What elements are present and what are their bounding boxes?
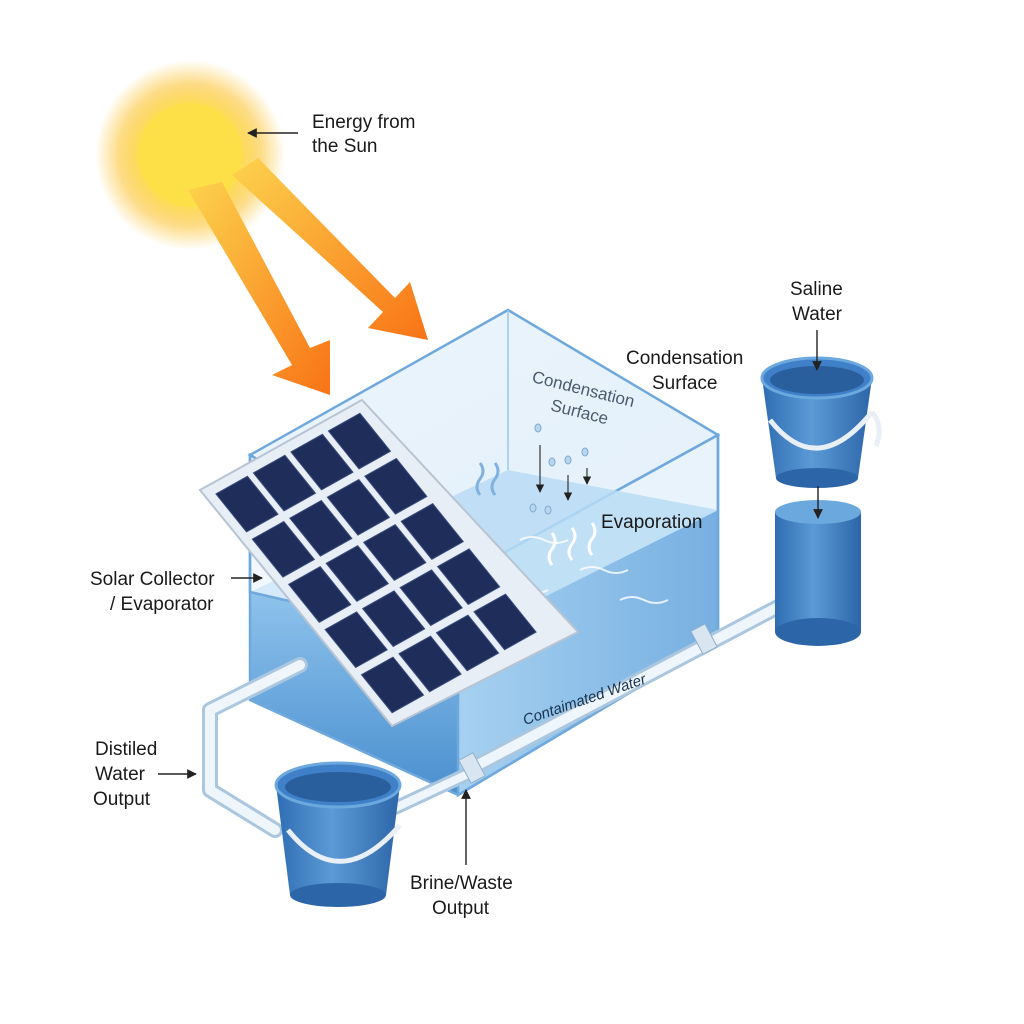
solar-cell <box>325 545 390 602</box>
svg-text:Distiled: Distiled <box>95 739 157 760</box>
solar-cell <box>435 614 500 672</box>
solar-cell <box>252 454 317 512</box>
svg-text:Water: Water <box>792 304 843 325</box>
condensation-drip-arrows <box>535 445 592 501</box>
svg-text:Surface: Surface <box>652 373 717 394</box>
label-saline-water: Saline Water <box>790 279 843 325</box>
svg-text:the Sun: the Sun <box>312 136 378 157</box>
sun-icon <box>95 60 285 250</box>
label-brine-waste-output: Brine/Waste Output <box>410 873 513 919</box>
evaporation-vapor-icon <box>475 462 597 566</box>
solar-cell <box>327 412 392 470</box>
solar-cell <box>324 611 388 669</box>
solar-cell <box>364 457 428 515</box>
label-condensation-surface: Condensation Surface <box>626 348 743 394</box>
svg-text:Condensation: Condensation <box>626 348 743 369</box>
sun-ray-arrows <box>188 158 428 395</box>
svg-text:Solar Collector: Solar Collector <box>90 569 215 590</box>
label-solar-collector: Solar Collector / Evaporator <box>90 569 215 615</box>
label-energy-from-sun: Energy from the Sun <box>312 112 415 157</box>
solar-cell <box>287 566 352 623</box>
saline-water-bucket-icon <box>760 356 882 488</box>
solar-cell <box>289 499 353 557</box>
solar-cell <box>400 503 465 560</box>
solar-cell <box>473 593 537 651</box>
svg-text:Water: Water <box>95 764 146 785</box>
svg-text:Output: Output <box>432 898 490 919</box>
solar-cell <box>398 635 462 693</box>
distilled-water-bucket-icon <box>274 761 402 907</box>
solar-cell <box>399 569 463 627</box>
solar-cell <box>326 478 391 536</box>
solar-cell <box>290 433 354 491</box>
svg-text:/ Evaporator: / Evaporator <box>110 594 214 615</box>
solar-cell <box>215 475 279 533</box>
svg-text:Energy from: Energy from <box>312 112 415 133</box>
svg-text:Saline: Saline <box>790 279 843 300</box>
label-evaporation: Evaporation <box>601 512 702 533</box>
sun-ray-right-arrow <box>232 158 428 340</box>
solar-cell <box>360 656 425 714</box>
svg-text:Brine/Waste: Brine/Waste <box>410 873 513 894</box>
solar-cell <box>251 520 316 578</box>
pipes <box>202 590 803 838</box>
label-distilled-water-output: Distiled Water Output <box>93 739 157 810</box>
saline-tank-icon <box>775 500 861 646</box>
condensation-droplets <box>529 423 589 515</box>
solar-cell <box>436 548 501 606</box>
solar-cell <box>361 590 426 648</box>
contaminated-water-side <box>458 510 718 795</box>
solar-panel <box>198 398 580 728</box>
sun-ray-left-arrow <box>188 182 330 395</box>
svg-text:Output: Output <box>93 789 151 810</box>
solar-cell <box>362 524 427 581</box>
solar-panel-cells <box>215 412 537 714</box>
